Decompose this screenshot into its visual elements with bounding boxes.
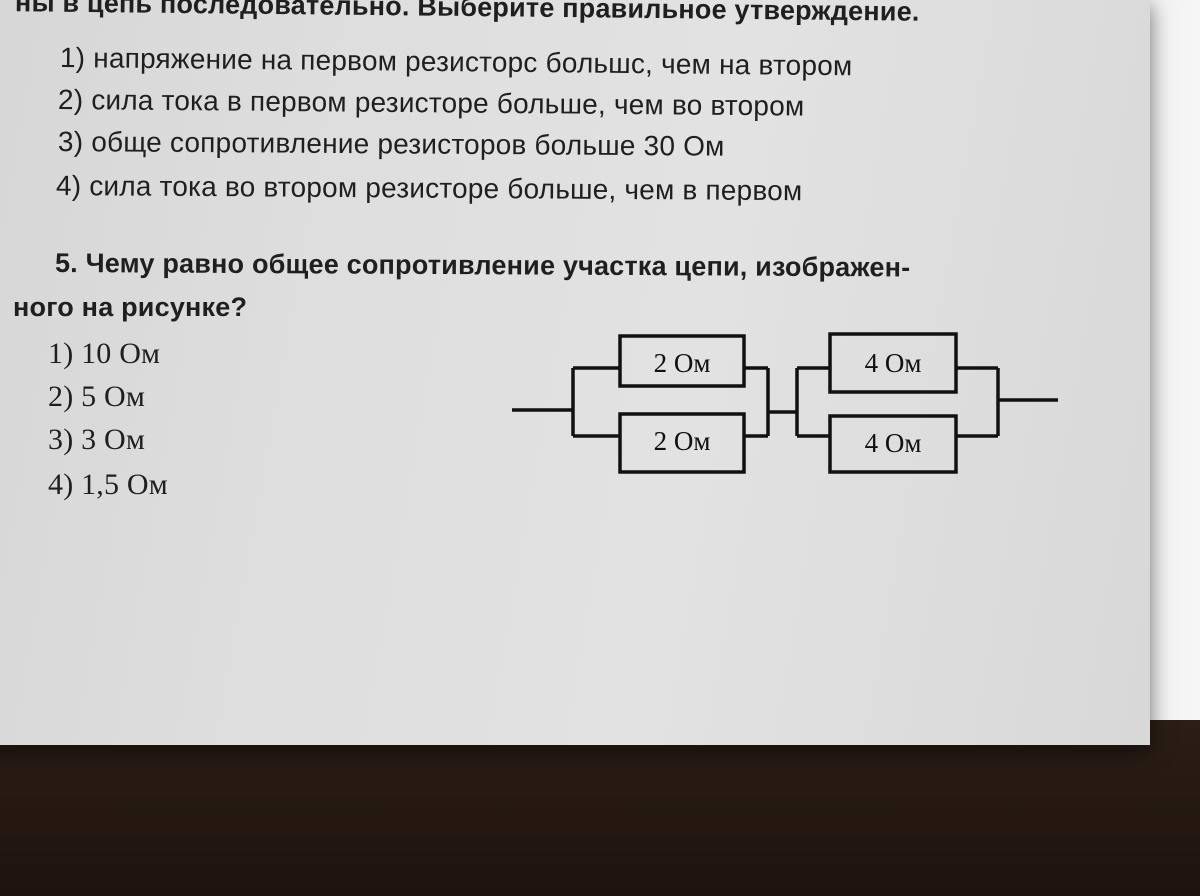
resistor-right-top xyxy=(828,332,958,394)
prev-option-1: 1) напряжение на первом резисторс большс… xyxy=(59,42,853,82)
answer-option-3: 3) 3 Ом xyxy=(48,423,146,456)
answer-option-2: 2) 5 Ом xyxy=(48,380,146,413)
resistor-left-bottom xyxy=(618,412,746,474)
prev-option-4: 4) сила тока во втором резисторе больше,… xyxy=(55,170,803,207)
resistor-right-bottom-label: 4 Ом xyxy=(865,428,922,458)
answer-option-1: 1) 10 Ом xyxy=(48,337,161,370)
prev-option-3: 3) обще сопротивление резисторов больше … xyxy=(57,126,725,162)
question-5-title-line-1: 5. Чему равно общее сопротивление участк… xyxy=(54,248,911,283)
resistor-right-bottom xyxy=(828,414,958,474)
worksheet-page: ны в цепь последовательно. Выберите прав… xyxy=(0,0,1150,745)
question-5-title-line-2: ного на рисунке? xyxy=(13,292,248,322)
prev-question-cut-line: ны в цепь последовательно. Выберите прав… xyxy=(14,0,920,27)
circuit-diagram: 2 Ом 2 Ом 4 Ом 4 Ом xyxy=(512,332,1058,474)
resistor-left-bottom-label: 2 Ом xyxy=(654,426,711,456)
answer-option-4: 4) 1,5 Ом xyxy=(48,468,168,501)
resistor-left-top xyxy=(618,334,746,388)
resistor-right-top-label: 4 Ом xyxy=(865,348,922,378)
resistor-left-top-label: 2 Ом xyxy=(654,348,711,378)
prev-option-2: 2) сила тока в первом резисторе больше, … xyxy=(57,84,805,122)
